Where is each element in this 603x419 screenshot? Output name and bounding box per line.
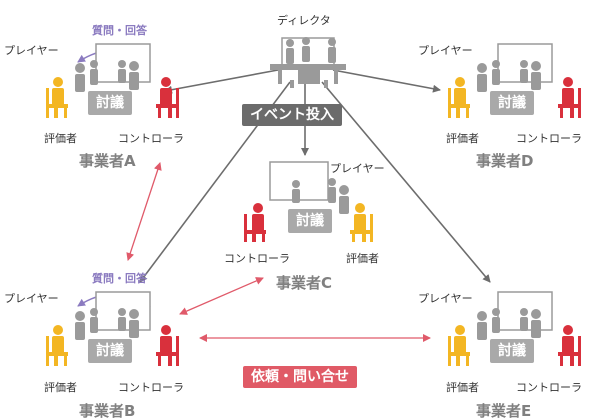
- director-group-icon: [270, 37, 346, 88]
- player-label-e: プレイヤー: [418, 292, 473, 305]
- inquiry-arrow-b-a: [126, 162, 162, 261]
- inquiry-arrows: [126, 162, 431, 342]
- player-label-c: プレイヤー: [330, 162, 385, 175]
- controller-label-b: コントローラ: [118, 381, 184, 394]
- discussion-box-a: 討議: [88, 91, 132, 115]
- business-title-b: 事業者B: [79, 402, 136, 419]
- player-label-b: プレイヤー: [4, 292, 59, 305]
- evaluator-label-d: 評価者: [446, 132, 479, 145]
- group-a-icon: [46, 43, 179, 118]
- event-arrow-d: [332, 69, 441, 93]
- qa-label-b: 質問・回答: [92, 272, 147, 285]
- business-title-d: 事業者D: [476, 152, 534, 170]
- discussion-box-d: 討議: [490, 91, 534, 115]
- controller-label-e: コントローラ: [516, 381, 582, 394]
- event-arrow-a: [164, 69, 279, 94]
- player-label-d: プレイヤー: [418, 44, 473, 57]
- discussion-box-b: 討議: [88, 339, 132, 363]
- inquiry-banner: 依頼・問い合せ: [243, 366, 357, 388]
- group-d-icon: [448, 43, 581, 118]
- director-label: ディレクタ: [277, 14, 331, 27]
- business-title-e: 事業者E: [476, 402, 532, 419]
- group-e-icon: [448, 291, 581, 366]
- business-title-a: 事業者A: [79, 152, 136, 170]
- evaluator-label-e: 評価者: [446, 381, 479, 394]
- inquiry-arrow-b-c: [179, 277, 264, 315]
- group-b-icon: [46, 291, 179, 366]
- event-injection-banner: イベント投入: [242, 104, 342, 126]
- business-title-c: 事業者C: [276, 274, 333, 292]
- qa-label-a: 質問・回答: [92, 24, 147, 37]
- evaluator-label-b: 評価者: [44, 381, 77, 394]
- controller-label-c: コントローラ: [224, 252, 290, 265]
- evaluator-label-a: 評価者: [44, 132, 77, 145]
- controller-label-d: コントローラ: [516, 132, 582, 145]
- evaluator-label-c: 評価者: [346, 252, 379, 265]
- group-c-icon: [244, 161, 373, 242]
- discussion-box-c: 討議: [288, 209, 332, 233]
- player-label-a: プレイヤー: [4, 44, 59, 57]
- controller-label-a: コントローラ: [118, 132, 184, 145]
- discussion-box-e: 討議: [490, 339, 534, 363]
- event-arrow-e: [321, 81, 491, 283]
